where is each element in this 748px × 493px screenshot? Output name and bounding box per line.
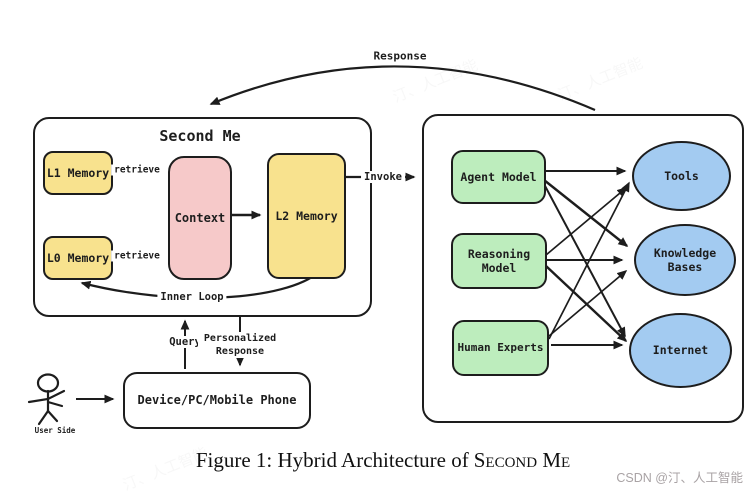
l2-memory-label: L2 Memory: [275, 208, 338, 223]
agent-model-label: Agent Model: [460, 169, 537, 184]
caption-name-smallcaps: Second Me: [473, 448, 571, 472]
l2-memory-node: L2 Memory: [267, 153, 346, 279]
inner-loop-label: Inner Loop: [157, 291, 227, 303]
device-node: Device/PC/Mobile Phone: [123, 372, 311, 429]
agent-model-node: Agent Model: [451, 150, 546, 204]
user-stick-figure-icon: [27, 373, 66, 426]
reasoning-model-node: Reasoning Model: [451, 233, 547, 289]
context-label: Context: [174, 210, 226, 225]
user-side-label: User Side: [34, 426, 76, 435]
device-label: Device/PC/Mobile Phone: [137, 393, 297, 407]
faint-watermark: 汀、人工智能: [555, 54, 646, 105]
retrieve-l1-label: retrieve: [111, 164, 163, 176]
invoke-label: Invoke: [361, 171, 405, 183]
knowledge-bases-node: Knowledge Bases: [634, 224, 736, 296]
personalized-response-label: Personalized Response: [198, 332, 282, 358]
csdn-credit-watermark: CSDN @汀、人工智能: [616, 471, 743, 485]
l1-memory-label: L1 Memory: [46, 165, 110, 180]
l1-memory-node: L1 Memory: [43, 151, 113, 195]
knowledge-bases-label: Knowledge Bases: [653, 245, 717, 274]
internet-node: Internet: [629, 313, 732, 388]
human-experts-label: Human Experts: [457, 341, 544, 355]
reasoning-model-label: Reasoning Model: [467, 246, 531, 275]
second-me-title: Second Me: [159, 127, 241, 145]
retrieve-l0-label: retrieve: [111, 250, 163, 262]
tools-node: Tools: [632, 141, 731, 211]
l0-memory-label: L0 Memory: [46, 250, 110, 265]
human-experts-node: Human Experts: [452, 320, 549, 376]
context-node: Context: [168, 156, 232, 280]
internet-label: Internet: [652, 343, 709, 358]
caption-prefix: Figure 1: Hybrid Architecture of: [195, 448, 469, 472]
tools-label: Tools: [664, 168, 699, 183]
response-label: Response: [370, 49, 430, 63]
l0-memory-node: L0 Memory: [43, 236, 113, 280]
